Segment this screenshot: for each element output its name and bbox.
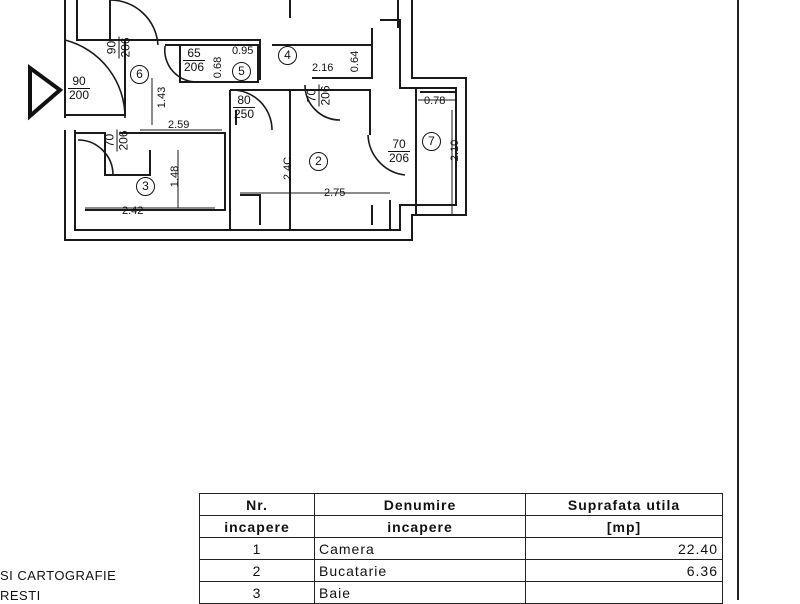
dim-242: 2.42: [122, 205, 144, 217]
row-name: Baie: [314, 581, 526, 604]
header-nr-line1: Nr.: [246, 496, 268, 513]
dim-240: 2.4C: [282, 156, 295, 181]
dim-210: 2.10: [449, 139, 462, 162]
door-6-arc: [110, 0, 159, 46]
header-name-line2: incapere: [387, 518, 453, 535]
dim-143: 1.43: [156, 86, 169, 109]
entry-arrow-icon: [28, 64, 64, 121]
dim-068: 0.68: [212, 56, 225, 79]
room-number-7: 7: [422, 132, 441, 151]
institution-line-1: SI CARTOGRAFIE: [0, 568, 117, 583]
table-row: 2 Bucatarie 6.36: [199, 559, 723, 582]
header-area-2: [mp]: [525, 515, 723, 538]
dim-078: 0.78: [424, 95, 446, 107]
door-entry-arc: [64, 39, 126, 119]
wall-5: [165, 44, 259, 83]
table-header-row-2: incapere incapere [mp]: [199, 515, 723, 538]
dim-095: 0.95: [232, 45, 254, 57]
header-name-line1: Denumire: [383, 496, 457, 513]
outer-wall-inner: [74, 0, 457, 231]
room-number-5: 5: [232, 62, 251, 81]
door-mid-arc: [231, 89, 273, 131]
dim-064: 0.64: [349, 50, 362, 73]
dim-259: 2.59: [168, 119, 190, 131]
room-number-2: 2: [309, 152, 328, 171]
row-area: [525, 581, 723, 604]
page-border-line: [737, 0, 739, 600]
room-number-4: 4: [278, 46, 297, 65]
door-7-arc: [367, 134, 406, 176]
wall-top: [289, 0, 399, 28]
dim-148: 1.48: [169, 165, 182, 188]
row-name: Camera: [314, 537, 526, 560]
row-nr: 1: [199, 537, 315, 560]
row-name: Bucatarie: [314, 559, 526, 582]
room-number-3: 3: [136, 177, 155, 196]
row-nr: 3: [199, 581, 315, 604]
header-name-2: incapere: [314, 515, 526, 538]
header-nr: Nr.: [199, 493, 315, 516]
row-nr: 2: [199, 559, 315, 582]
door-3-arc: [77, 139, 114, 176]
header-nr-2: incapere: [199, 515, 315, 538]
header-area-line1: Suprafata utila: [567, 496, 681, 513]
dim-275: 2.75: [324, 187, 346, 199]
header-nr-line2: incapere: [224, 518, 290, 535]
room-number-6: 6: [130, 65, 149, 84]
header-area: Suprafata utila: [525, 493, 723, 516]
header-name: Denumire: [314, 493, 526, 516]
header-area-line2: [mp]: [606, 518, 642, 535]
wall-bath: [75, 132, 226, 211]
outer-wall: [64, 0, 467, 241]
rooms-table: Nr. Denumire Suprafata utila incapere in…: [199, 493, 723, 604]
dim-216: 2.16: [312, 62, 334, 74]
table-row: 1 Camera 22.40: [199, 537, 723, 560]
wall-balcony: [415, 88, 455, 215]
institution-line-2: RESTI: [0, 588, 41, 603]
row-area: 6.36: [525, 559, 723, 582]
row-area: 22.40: [525, 537, 723, 560]
door-4-arc: [304, 84, 341, 121]
wall-4: [272, 28, 373, 79]
door-5-arc: [163, 45, 198, 83]
table-row: 3 Baie: [199, 581, 723, 604]
table-header-row: Nr. Denumire Suprafata utila: [199, 493, 723, 516]
